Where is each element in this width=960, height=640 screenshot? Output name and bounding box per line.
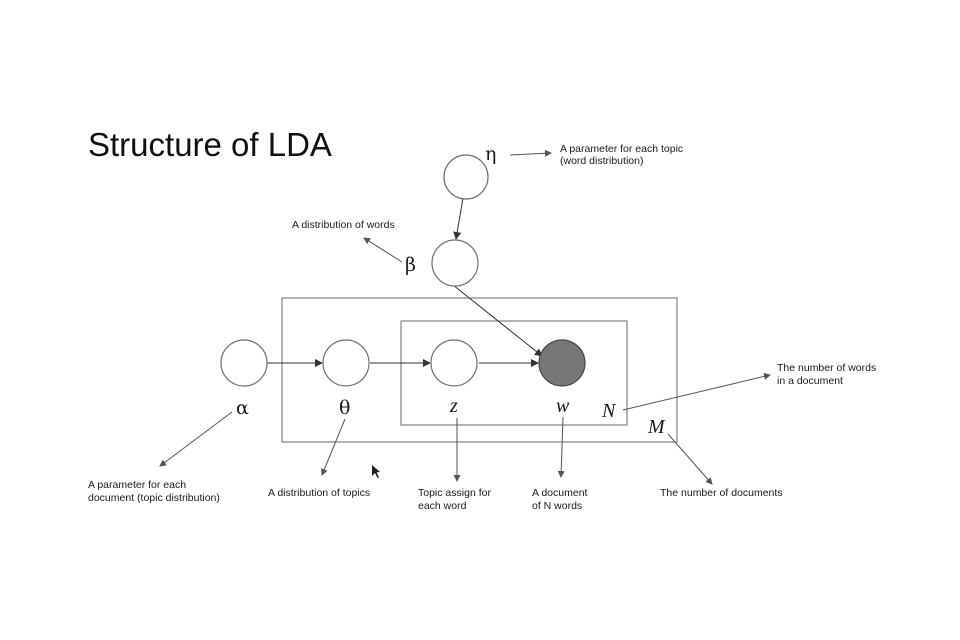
arrow-alpha-note bbox=[159, 411, 233, 467]
node-eta bbox=[443, 154, 489, 200]
arrow-m-note bbox=[667, 433, 713, 485]
note-z-line2: each word bbox=[418, 500, 467, 512]
note-m: The number of documents bbox=[660, 487, 783, 499]
note-eta-line2: (word distribution) bbox=[560, 155, 643, 167]
plate-words-label: N bbox=[601, 400, 617, 422]
edge-eta-beta bbox=[453, 197, 464, 240]
symbol-eta: η bbox=[485, 143, 496, 165]
plate-documents bbox=[281, 297, 678, 443]
note-z-line1: Topic assign for bbox=[418, 487, 491, 499]
note-alpha-line2: document (topic distribution) bbox=[88, 492, 220, 504]
node-z bbox=[430, 339, 478, 387]
node-alpha bbox=[220, 339, 268, 387]
plate-words bbox=[400, 320, 628, 426]
page-title: Structure of LDA bbox=[88, 126, 332, 163]
node-w-observed bbox=[538, 339, 586, 387]
note-w-line2: of N words bbox=[532, 500, 582, 512]
note-n-line1: The number of words bbox=[777, 362, 876, 374]
arrow-eta-note bbox=[509, 149, 552, 157]
arrow-w-note bbox=[557, 416, 565, 478]
note-eta-line1: A parameter for each topic bbox=[560, 143, 683, 155]
plate-documents-label: M bbox=[647, 416, 666, 438]
mouse-cursor-icon bbox=[372, 465, 380, 478]
node-beta bbox=[431, 239, 479, 287]
note-theta: A distribution of topics bbox=[268, 487, 370, 499]
edge-beta-w bbox=[452, 284, 543, 357]
symbol-theta: θ bbox=[339, 397, 350, 419]
symbol-w: w bbox=[556, 395, 570, 417]
note-beta: A distribution of words bbox=[292, 219, 395, 231]
symbol-alpha: α bbox=[236, 397, 249, 419]
arrow-theta-note bbox=[321, 418, 346, 476]
note-w-line1: A document bbox=[532, 487, 588, 499]
node-theta bbox=[322, 339, 370, 387]
note-alpha-line1: A parameter for each bbox=[88, 479, 186, 491]
symbol-beta: β bbox=[405, 254, 416, 276]
symbol-z: z bbox=[449, 395, 458, 417]
arrow-n-note bbox=[622, 372, 771, 411]
note-n-line2: in a document bbox=[777, 375, 843, 387]
arrow-beta-note bbox=[363, 237, 403, 263]
